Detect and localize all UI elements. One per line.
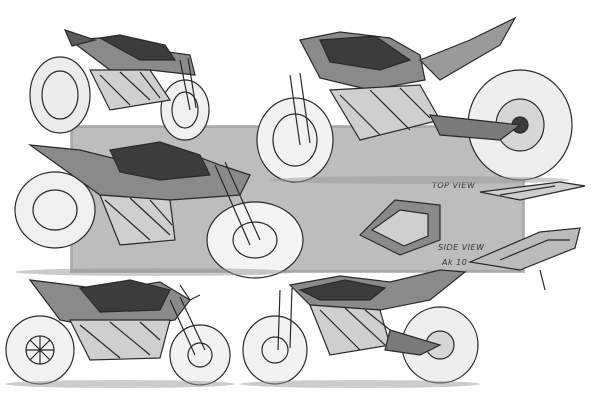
- motorcycle-sketch-bottom-left: [5, 279, 231, 386]
- top-view-sketch: [479, 181, 586, 201]
- motorcycle-sketch-bottom-right: [242, 269, 479, 385]
- scale-label: Ak 10: [441, 258, 467, 267]
- side-view-label: SIDE VIEW: [438, 243, 485, 252]
- motorcycle-sketch-top-left: [29, 29, 210, 141]
- motorcycle-sketch-top-right: [256, 16, 573, 183]
- top-view-label: TOP VIEW: [432, 181, 476, 190]
- motorcycle-sketch-middle-left: [14, 141, 304, 279]
- side-view-sketch: [467, 227, 581, 291]
- seat-detail-sketch: [358, 199, 441, 256]
- ground-shadows: [5, 176, 570, 388]
